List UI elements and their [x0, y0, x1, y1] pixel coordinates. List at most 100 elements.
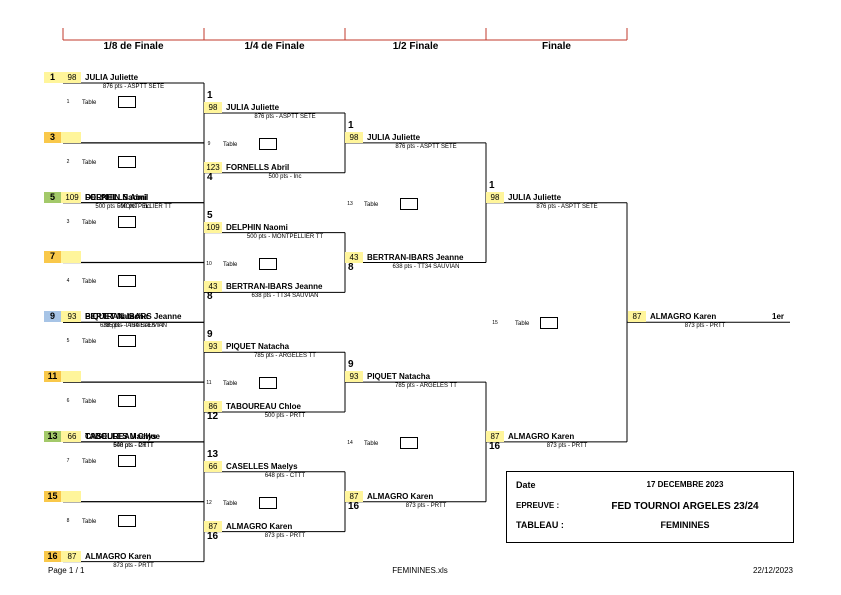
table-label: Table	[82, 458, 97, 465]
player-rank-club: 500 pts - PRTT	[113, 443, 154, 449]
qf-position: 8	[207, 291, 213, 303]
player-name: JULIA Juliette	[508, 192, 562, 202]
round-header: 1/8 de Finale	[103, 41, 164, 52]
player-points	[63, 251, 81, 262]
info-box	[506, 471, 794, 543]
player-points: 109	[204, 221, 222, 233]
player-rank-club: 500 pts - Inc	[116, 203, 151, 210]
sf-position: 9	[348, 359, 354, 371]
qf-position: 13	[207, 448, 219, 460]
table-number-box[interactable]	[118, 96, 136, 108]
winner-rank-club: 873 pts - PRTT	[684, 323, 726, 330]
table-number-box[interactable]	[118, 155, 136, 168]
info-date-value: 17 DECEMBRE 2023	[646, 480, 724, 489]
player-name: PIQUET Natacha	[367, 372, 431, 382]
table-number-box[interactable]	[118, 215, 136, 228]
table-number-box[interactable]	[259, 496, 277, 509]
player-points: 93	[67, 312, 77, 322]
player-rank-club: 876 pts - ASPTT SETE	[536, 203, 598, 210]
player-points: 86	[204, 401, 222, 412]
info-epreuve-value: FED TOURNOI ARGELES 23/24	[611, 501, 759, 512]
round-header: 1/2 Finale	[392, 41, 439, 52]
seed-number: 9	[44, 311, 61, 323]
player-name: BERTRAN-IBARS Jeanne	[85, 312, 182, 322]
player-points: 109	[65, 192, 79, 202]
table-number-box[interactable]	[118, 454, 136, 467]
table-label: Table	[515, 321, 530, 328]
player-points	[63, 491, 81, 502]
table-number-box[interactable]	[259, 377, 277, 390]
table-number-box[interactable]	[118, 395, 136, 407]
table-label: Table	[82, 100, 97, 106]
match-number: 14	[347, 439, 353, 446]
info-date-label: Date	[516, 480, 536, 490]
match-number: 2	[66, 158, 70, 165]
table-label: Table	[223, 261, 238, 268]
table-number-box[interactable]	[118, 335, 136, 348]
seed-number: 16	[44, 550, 61, 562]
player-points: 43	[345, 251, 363, 263]
player-rank-club: 500 pts - MONTPELLIER TT	[95, 203, 172, 210]
qf-position: 12	[207, 411, 219, 422]
player-name: DELPHIN Naomi	[85, 192, 147, 202]
winner-name: ALMAGRO Karen	[650, 312, 717, 322]
table-label: Table	[364, 201, 379, 208]
table-number-box[interactable]	[400, 436, 418, 449]
player-name	[85, 371, 203, 382]
seed-number: 15	[44, 490, 61, 502]
player-rank-club: 500 pts - PRTT	[264, 413, 306, 419]
table-label: Table	[223, 141, 238, 148]
player-rank-club: 785 pts - ARGELES TT	[395, 383, 457, 390]
winner-points: 87	[628, 311, 646, 323]
info-tableau-value: FEMININES	[660, 520, 710, 530]
player-points: 93	[204, 341, 222, 353]
player-name: BERTRAN-IBARS Jeanne	[367, 252, 464, 262]
table-number-box[interactable]	[540, 317, 558, 330]
table-number-box[interactable]	[400, 197, 418, 210]
match-number: 9	[207, 140, 211, 147]
seed-color-strip	[61, 430, 81, 442]
player-rank-club: 648 pts - CTTT	[264, 472, 306, 479]
table-number-box[interactable]	[118, 514, 136, 527]
player-name: DELPHIN Naomi	[226, 222, 288, 232]
seed-color-strip	[61, 251, 81, 263]
table-number-box[interactable]	[259, 137, 277, 150]
seed-color-strip	[61, 550, 81, 562]
table-number-box[interactable]	[118, 275, 136, 288]
player-points: 87	[486, 430, 504, 442]
match-number: 5	[66, 338, 70, 345]
player-name: ALMAGRO Karen	[226, 521, 293, 531]
player-name	[85, 251, 203, 262]
player-points	[63, 132, 81, 143]
player-points: 66	[67, 431, 77, 441]
player-rank-club: 873 pts - PRTT	[113, 562, 154, 569]
qf-position: 4	[207, 171, 213, 183]
seed-color-strip	[61, 371, 81, 382]
match-number: 3	[66, 218, 70, 225]
seed-color-strip	[61, 490, 81, 502]
seed-color-strip	[61, 131, 81, 143]
player-name: TABOUREAU Chloe	[85, 432, 160, 441]
player-name: FORNELLS Abril	[226, 162, 290, 172]
player-name: ALMAGRO Karen	[367, 491, 434, 501]
table-label: Table	[82, 159, 97, 166]
player-rank-club: 638 pts - TT34 SAUVIAN	[100, 323, 167, 330]
info-tableau-label: TABLEAU :	[516, 520, 564, 530]
seed-number: 3	[44, 131, 61, 143]
player-rank-club: 873 pts - PRTT	[405, 502, 447, 509]
player-points: 123	[204, 161, 222, 173]
player-rank-club: 638 pts - TT34 SAUVIAN	[251, 293, 319, 300]
match-number: 15	[492, 320, 498, 327]
player-name: JULIA Juliette	[226, 103, 280, 112]
sf-position: 8	[348, 261, 354, 273]
table-label: Table	[223, 381, 238, 388]
player-rank-club: 876 pts - ASPTT SETE	[102, 84, 165, 90]
player-name: PIQUET Natacha	[85, 312, 149, 322]
table-number-box[interactable]	[259, 257, 277, 270]
player-name: ALMAGRO Karen	[85, 551, 152, 561]
table-label: Table	[82, 219, 97, 226]
round-header: Finale	[542, 41, 571, 52]
player-name: TABOUREAU Chloe	[226, 402, 301, 411]
